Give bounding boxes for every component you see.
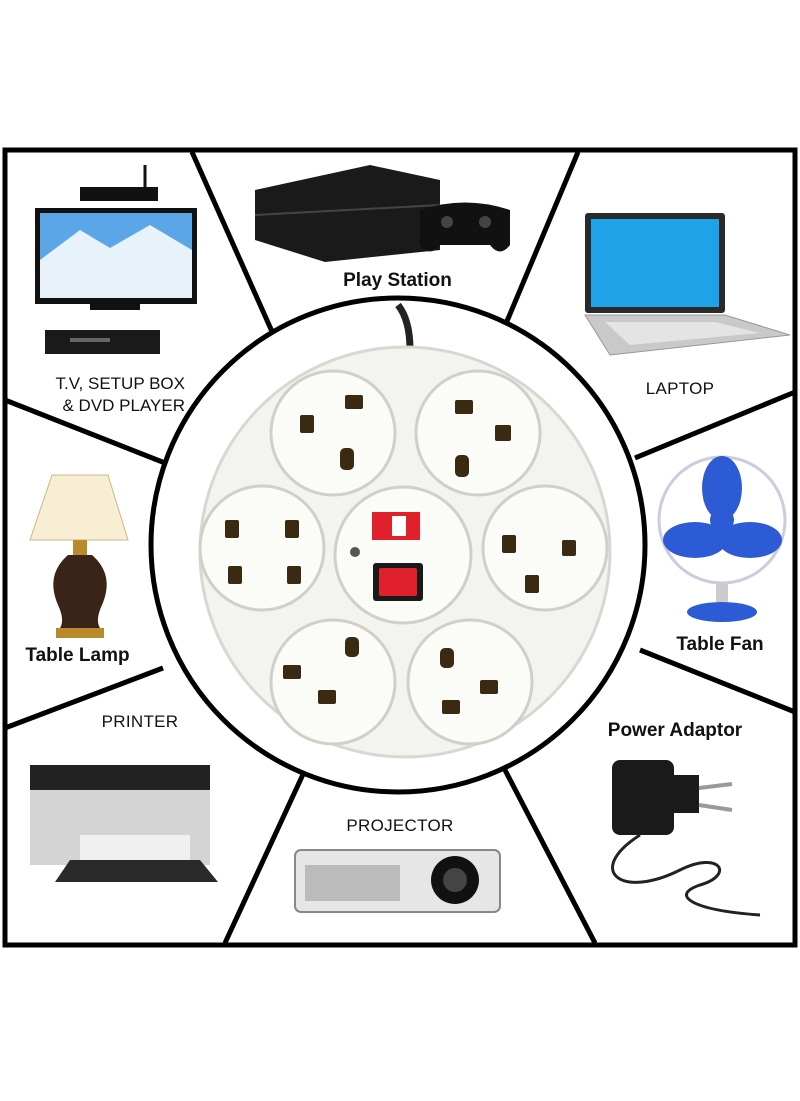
table-lamp-label: Table Lamp: [25, 645, 130, 666]
laptop-label: LAPTOP: [645, 379, 715, 398]
power-adaptor-label: Power Adaptor: [607, 720, 743, 741]
play-station-image: [254, 165, 510, 262]
frame: [2, 147, 798, 948]
printer-label: PRINTER: [101, 712, 179, 731]
power-strip: [148, 295, 648, 795]
projector-label: PROJECTOR: [346, 816, 454, 835]
tv-setup-box-dvd-label: T.V, SETUP BOX & DVD PLAYER: [30, 373, 185, 417]
play-station-label: Play Station: [343, 270, 452, 291]
tv-label-line2: & DVD PLAYER: [62, 396, 185, 415]
printer-image: [30, 765, 218, 882]
table-lamp-image: [29, 474, 129, 638]
table-fan-label: Table Fan: [676, 634, 764, 655]
table-fan-image: [657, 455, 787, 622]
laptop-image: [584, 213, 791, 356]
projector-image: [294, 849, 501, 913]
tv-label-line1: T.V, SETUP BOX: [55, 374, 185, 393]
power-adaptor-image: [611, 760, 761, 917]
tv-setup-box-dvd-image: [35, 165, 197, 354]
